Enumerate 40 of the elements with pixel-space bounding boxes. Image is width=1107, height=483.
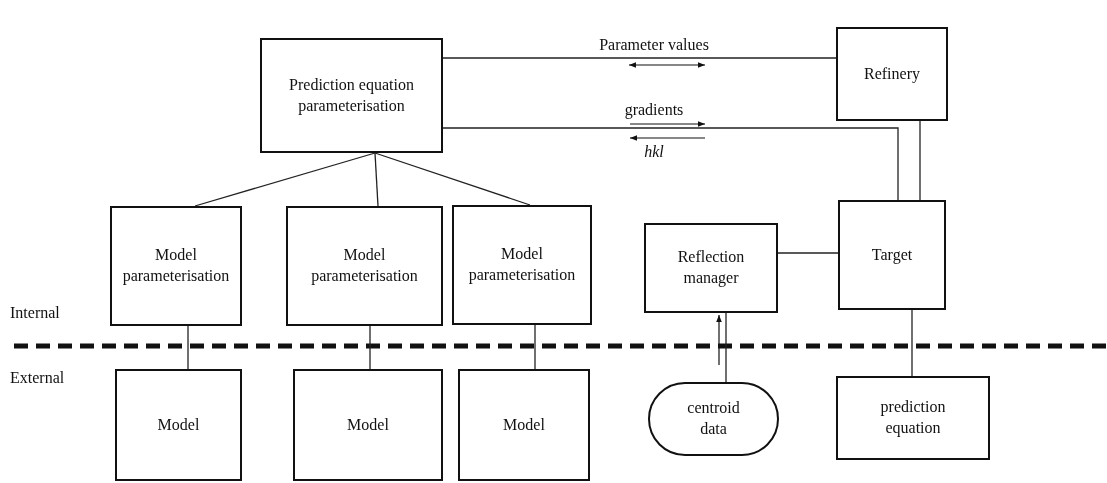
node-label: Reflection manager <box>676 247 746 289</box>
process-box <box>286 206 443 326</box>
connector-line <box>374 152 531 206</box>
process-box <box>836 27 948 121</box>
process-box <box>115 369 242 481</box>
connector-line <box>194 152 376 207</box>
process-box <box>458 369 590 481</box>
process-box <box>293 369 443 481</box>
node-label: Model <box>157 414 200 435</box>
process-box <box>110 206 242 326</box>
connector-line <box>534 324 536 370</box>
process-box <box>452 205 592 325</box>
process-box <box>644 223 778 313</box>
connector-line <box>725 312 727 383</box>
node-label: Prediction equation parameterisation <box>288 74 415 117</box>
connector-line <box>777 252 839 254</box>
node-label: prediction equation <box>879 397 947 439</box>
process-box <box>836 376 990 460</box>
node-label: Model <box>347 414 389 435</box>
connector-line <box>442 127 899 201</box>
process-box <box>260 38 443 153</box>
node-label: Model parameterisation <box>310 245 419 287</box>
connector-line <box>187 325 189 370</box>
node-label: centroid data <box>686 398 741 439</box>
process-box <box>838 200 946 310</box>
connector-line <box>911 309 913 377</box>
region-label: External <box>10 368 65 388</box>
flow-label: gradients <box>624 100 684 120</box>
node-label: Model parameterisation <box>467 244 577 286</box>
region-label: Internal <box>10 303 60 323</box>
node-label: Model <box>503 414 545 435</box>
connector-line <box>442 57 837 59</box>
connector-line <box>369 325 371 370</box>
flow-label: Parameter values <box>599 35 709 55</box>
connector-line <box>919 120 921 201</box>
node-label: Refinery <box>864 63 920 85</box>
connector-line <box>374 152 379 207</box>
node-label: Target <box>871 244 913 266</box>
node-label: Model parameterisation <box>121 245 231 287</box>
flow-label: hkl <box>644 142 664 162</box>
